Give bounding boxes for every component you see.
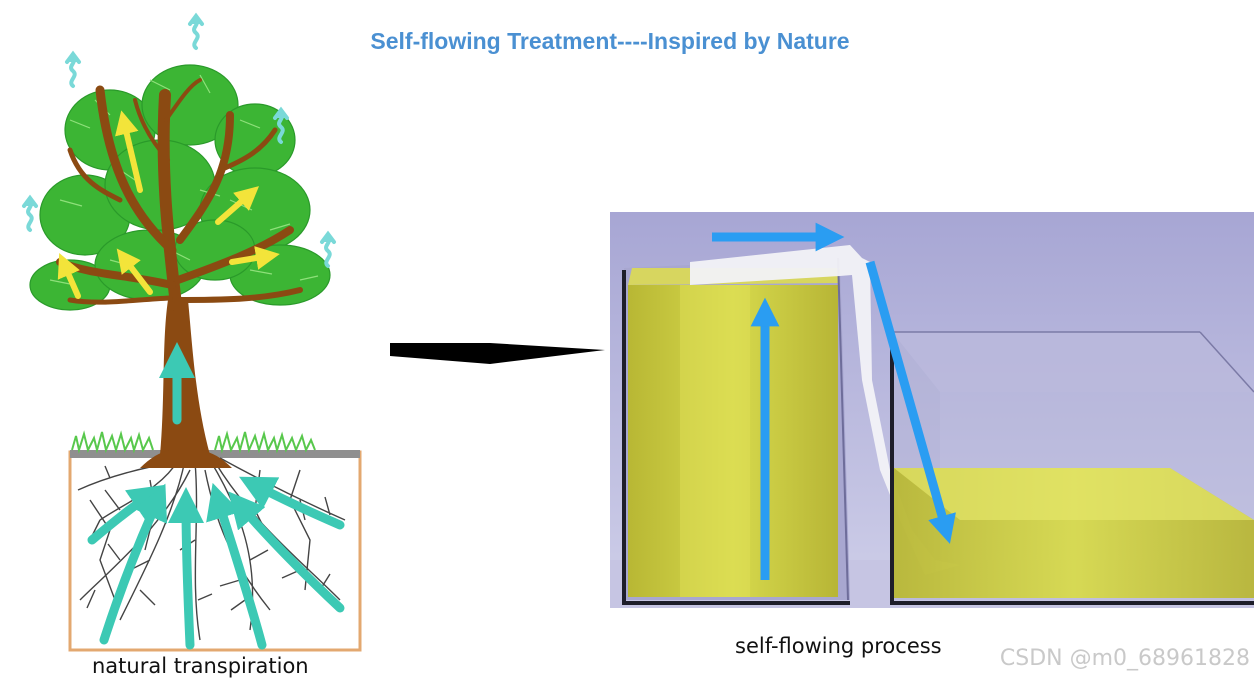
sap-arrow (115, 110, 143, 193)
vapor-icon (188, 12, 204, 50)
root-arrow (168, 487, 205, 650)
tall-tank (622, 245, 960, 605)
trunk (160, 300, 210, 455)
sap-arrow (116, 248, 153, 295)
transition-arrow (390, 343, 605, 364)
vapor-icon (65, 50, 81, 88)
vapor-icon (22, 194, 38, 232)
root-arrow (239, 476, 345, 530)
root-arrow (206, 482, 267, 650)
root-arrow (99, 483, 168, 645)
caption-natural-transpiration: natural transpiration (92, 654, 309, 678)
wide-tank (890, 331, 1254, 605)
sap-arrows (57, 110, 280, 299)
root-arrow (228, 491, 345, 613)
caption-self-flowing-process: self-flowing process (735, 634, 942, 658)
diagram-title: Self-flowing Treatment----Inspired by Na… (370, 28, 850, 54)
vapor-icon (320, 230, 336, 268)
grass (71, 430, 316, 454)
root-uptake-arrows (87, 476, 345, 650)
tank-render (610, 212, 1254, 608)
branches (56, 78, 303, 311)
watermark: CSDN @m0_68961828 (999, 646, 1250, 671)
flow-arrows (712, 222, 956, 580)
ground-line (70, 450, 360, 458)
sap-arrow (229, 246, 280, 270)
trunk-and-branches (140, 300, 232, 468)
tree-illustration (22, 12, 362, 652)
vapor-icons (22, 12, 336, 268)
tall-tank-water (628, 285, 838, 597)
sap-arrow (215, 186, 260, 225)
sap-arrow (57, 253, 81, 299)
flow-arrow-down (865, 260, 956, 544)
vapor-icon (273, 106, 289, 144)
